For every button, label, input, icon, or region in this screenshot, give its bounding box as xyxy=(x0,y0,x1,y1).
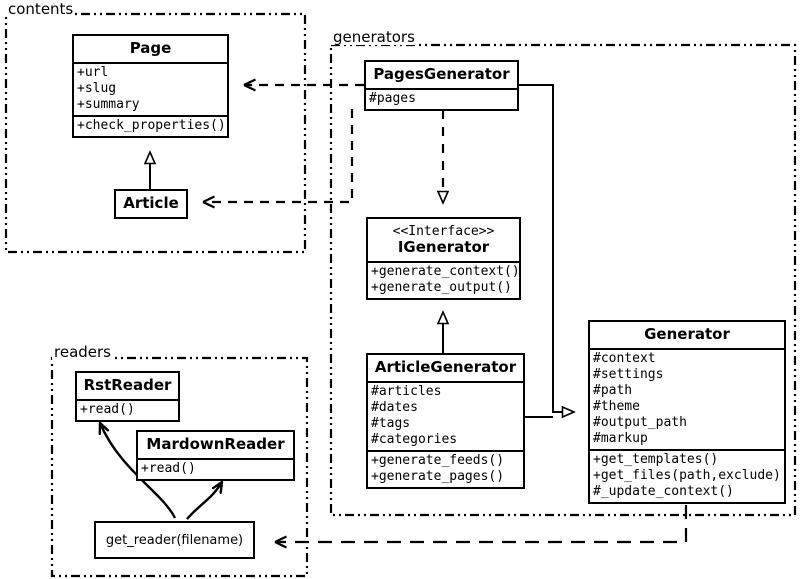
class-title-rstreader: RstReader xyxy=(83,376,172,394)
method-row: +read() xyxy=(80,402,135,417)
class-box-rstreader[interactable]: RstReader +read() xyxy=(75,371,180,422)
method-row: +generate_feeds() xyxy=(371,453,505,468)
edge-generator-to-get-reader xyxy=(274,505,688,549)
attribute-row: #context xyxy=(593,351,656,366)
class-attributes-articlegenerator: #articles #dates #tags #categories xyxy=(368,381,523,450)
attribute-row: #theme xyxy=(593,399,640,414)
package-label-generators: generators xyxy=(331,28,417,46)
attribute-row: #articles xyxy=(371,384,442,399)
function-label-get-reader: get_reader(filename) xyxy=(105,532,244,548)
method-row: +get_files(path,exclude) xyxy=(593,468,781,483)
class-title-generator: Generator xyxy=(644,325,730,343)
method-row: +generate_output() xyxy=(371,280,512,295)
class-box-article[interactable]: Article xyxy=(114,189,188,219)
class-box-mardownreader[interactable]: MardownReader +read() xyxy=(136,430,295,481)
class-box-igenerator[interactable]: <<Interface>> IGenerator +generate_conte… xyxy=(366,217,521,300)
class-box-pagesgenerator[interactable]: PagesGenerator #pages xyxy=(364,60,519,111)
attribute-row: #path xyxy=(593,383,633,398)
class-attributes-page: +url +slug +summary xyxy=(74,62,227,115)
function-box-get-reader[interactable]: get_reader(filename) xyxy=(94,521,255,559)
attribute-row: +slug xyxy=(77,81,117,96)
method-row: +check_properties() xyxy=(77,118,226,133)
attribute-row: #pages xyxy=(369,91,416,106)
class-methods-rstreader: +read() xyxy=(77,399,178,420)
attribute-row: +url xyxy=(77,65,109,80)
class-methods-articlegenerator: +generate_feeds() +generate_pages() xyxy=(368,450,523,487)
class-title-igenerator: IGenerator xyxy=(397,238,490,256)
class-header-igenerator: <<Interface>> IGenerator xyxy=(368,219,519,261)
class-attributes-generator: #context #settings #path #theme #output_… xyxy=(590,348,784,449)
method-row: #_update_context() xyxy=(593,484,734,499)
class-stereotype-igenerator: <<Interface>> xyxy=(392,224,495,239)
class-title-pagesgenerator: PagesGenerator xyxy=(373,65,510,83)
attribute-row: #markup xyxy=(593,431,648,446)
edge-pagesgenerator-to-generator xyxy=(519,84,574,412)
method-row: +read() xyxy=(141,461,196,476)
method-row: +generate_pages() xyxy=(371,469,505,484)
class-box-page[interactable]: Page +url +slug +summary +check_properti… xyxy=(72,34,229,138)
attribute-row: #settings xyxy=(593,367,664,382)
class-methods-mardownreader: +read() xyxy=(138,458,293,479)
method-row: +generate_context() xyxy=(371,264,520,279)
package-label-contents: contents xyxy=(6,0,76,18)
class-methods-generator: +get_templates() +get_files(path,exclude… xyxy=(590,449,784,502)
edge-get-reader-to-mardownreader xyxy=(186,482,222,520)
class-title-mardownreader: MardownReader xyxy=(146,435,285,453)
class-title-articlegenerator: ArticleGenerator xyxy=(374,358,517,376)
class-box-generator[interactable]: Generator #context #settings #path #them… xyxy=(588,320,786,504)
class-methods-igenerator: +generate_context() +generate_output() xyxy=(368,261,520,298)
class-title-page: Page xyxy=(129,39,172,57)
class-attributes-pagesgenerator: #pages xyxy=(366,88,517,109)
class-methods-page: +check_properties() xyxy=(74,115,227,136)
attribute-row: #tags xyxy=(371,416,411,431)
attribute-row: #categories xyxy=(371,432,458,447)
package-label-readers: readers xyxy=(52,343,113,361)
method-row: +get_templates() xyxy=(593,452,719,467)
attribute-row: #output_path xyxy=(593,415,687,430)
class-title-article: Article xyxy=(123,194,179,212)
attribute-row: #dates xyxy=(371,400,418,415)
class-box-articlegenerator[interactable]: ArticleGenerator #articles #dates #tags … xyxy=(366,353,525,489)
attribute-row: +summary xyxy=(77,97,140,112)
